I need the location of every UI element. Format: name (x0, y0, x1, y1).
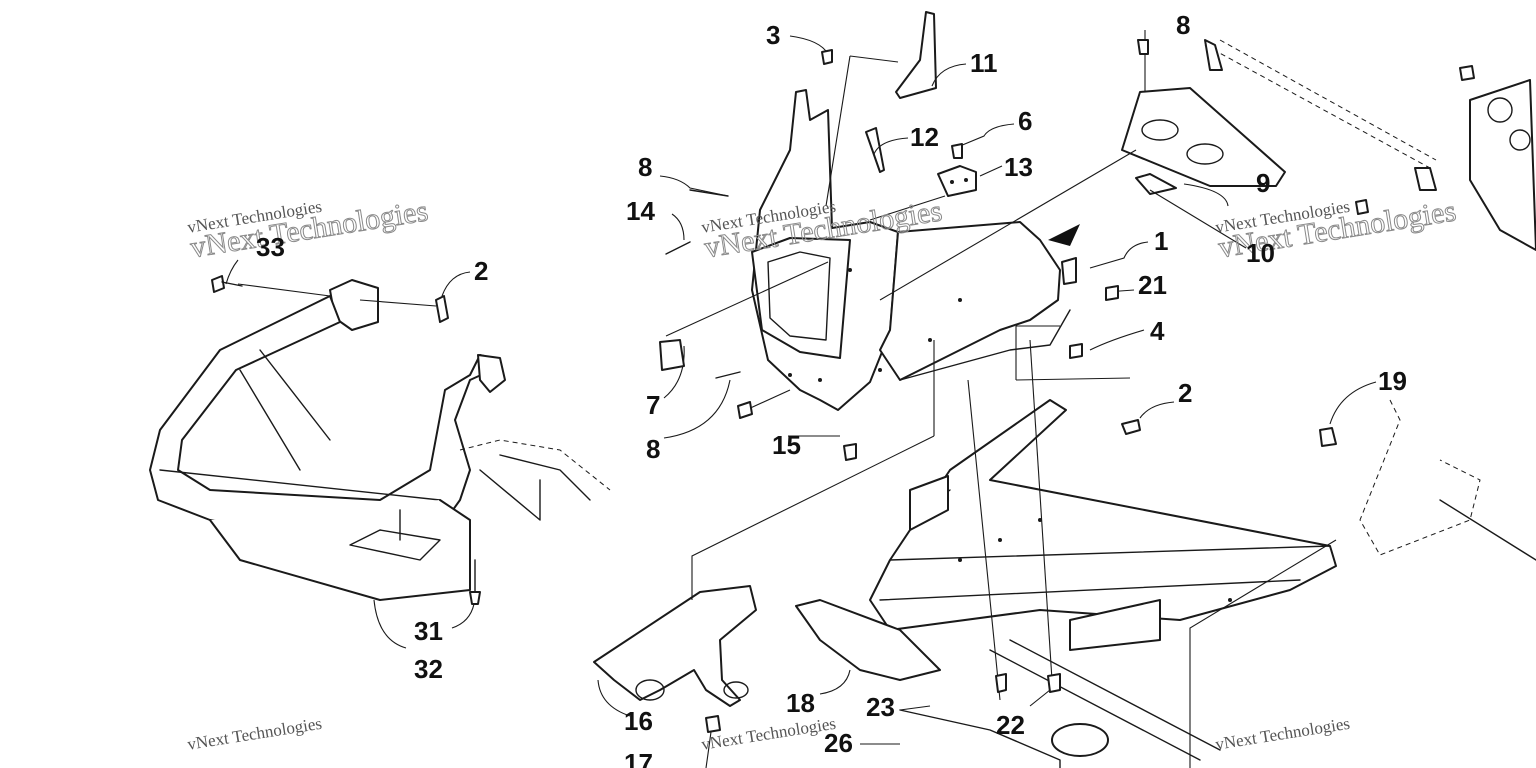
arm-16 (593, 585, 757, 707)
callout-22: 22 (996, 710, 1025, 740)
callout-18: 18 (786, 688, 815, 718)
callout-21: 21 (1138, 270, 1167, 300)
bracket-13 (937, 165, 977, 197)
callout-31: 31 (414, 616, 443, 646)
callout-6: 6 (1018, 106, 1033, 136)
callout-7: 7 (646, 390, 661, 420)
callout-17: 17 (624, 748, 653, 768)
callout-13: 13 (1004, 152, 1033, 182)
callout-14: 14 (626, 196, 655, 226)
callout-23: 23 (866, 692, 895, 722)
leader-lines (225, 30, 1377, 768)
strip-12 (865, 127, 885, 173)
bolt-33 (211, 275, 243, 293)
callout-15: 15 (772, 430, 801, 460)
callout-32: 32 (414, 654, 443, 684)
bracket-9 (1121, 87, 1286, 195)
callout-8-bottom: 8 (646, 434, 661, 464)
fasteners (659, 39, 1149, 733)
callout-10: 10 (1246, 238, 1275, 268)
callout-19: 19 (1378, 366, 1407, 396)
callout-4: 4 (1150, 316, 1165, 346)
front-bumper-part (149, 279, 611, 601)
clip-2-left (435, 295, 449, 323)
callout-16: 16 (624, 706, 653, 736)
callout-11: 11 (970, 48, 998, 78)
cross-bar-top-right (1204, 39, 1536, 251)
callout-9: 9 (1256, 168, 1271, 198)
callout-26: 26 (824, 728, 853, 758)
callout-2-left: 2 (474, 256, 489, 286)
callout-8-right: 8 (1176, 10, 1191, 40)
screw-31 (469, 559, 481, 605)
callout-3: 3 (766, 20, 781, 50)
front-bulkhead (751, 89, 1071, 411)
bracket-19 (1319, 399, 1536, 561)
plate-23 (899, 709, 1109, 768)
direction-arrow (1048, 224, 1080, 246)
plate-11 (895, 11, 937, 99)
callout-2-right: 2 (1178, 378, 1193, 408)
callout-33: 33 (256, 232, 285, 262)
callout-8-top: 8 (638, 152, 653, 182)
main-frame (795, 399, 1337, 761)
callout-12: 12 (910, 122, 939, 152)
callout-1: 1 (1154, 226, 1169, 256)
